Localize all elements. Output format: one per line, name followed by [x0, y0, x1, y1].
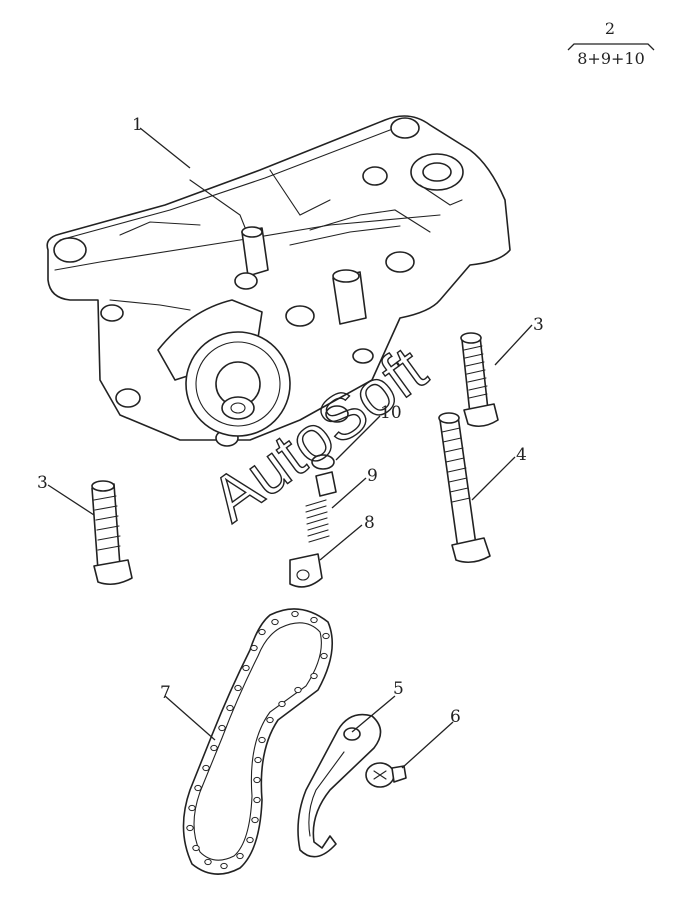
chain-link	[188, 804, 196, 812]
group-label-bottom: 8+9+10	[577, 49, 645, 68]
chain-link	[226, 704, 234, 712]
oil-pump-housing	[46, 115, 511, 447]
chain-link	[258, 628, 266, 636]
callout-1: 1	[132, 115, 143, 135]
chain-link	[250, 644, 258, 652]
chain-link	[253, 796, 261, 804]
callout-labels: 1 3 3 4 5 6 7 8 9 10	[37, 115, 544, 727]
chain-link	[192, 844, 200, 852]
chain-link	[236, 852, 244, 860]
chain-link	[251, 816, 259, 824]
drive-chain	[182, 608, 334, 875]
chain-link	[218, 724, 226, 732]
chain-link	[242, 664, 250, 672]
bolt-3-right	[460, 332, 499, 428]
valve-piston	[311, 454, 335, 470]
chain-link	[194, 784, 202, 792]
chain-link	[220, 862, 228, 870]
callout-8: 8	[364, 513, 375, 533]
bolt-3-left	[91, 480, 133, 586]
tensioner-screw	[365, 762, 407, 788]
chain-link	[254, 756, 262, 764]
relief-valve-parts	[289, 454, 337, 588]
callout-9: 9	[367, 466, 378, 486]
chain-link	[246, 836, 254, 844]
callout-7: 7	[160, 683, 171, 703]
chain-link	[266, 716, 274, 724]
chain-link	[291, 610, 299, 618]
chain-link	[210, 744, 218, 752]
group-label: 2 8+9+10	[567, 19, 655, 68]
chain-link	[322, 632, 330, 640]
callout-6: 6	[450, 707, 461, 727]
chain-link	[253, 776, 261, 784]
chain-link	[278, 700, 286, 708]
chain-link	[320, 652, 328, 660]
leader-lines	[47, 127, 533, 769]
chain-link	[258, 736, 266, 744]
chain-links	[186, 610, 330, 870]
group-label-top: 2	[605, 19, 615, 38]
chain-link	[234, 684, 242, 692]
callout-5: 5	[393, 679, 404, 699]
chain-link	[202, 764, 210, 772]
chain-link	[310, 672, 318, 680]
valve-spring	[305, 499, 330, 543]
callout-10: 10	[380, 403, 402, 423]
chain-link	[186, 824, 194, 832]
chain-link	[271, 618, 279, 626]
callout-4: 4	[516, 445, 527, 465]
bolt-4	[438, 412, 491, 564]
chain-link	[294, 686, 302, 694]
chain-tensioner	[297, 713, 382, 858]
callout-3-right: 3	[533, 315, 544, 335]
callout-3-left: 3	[37, 473, 48, 493]
chain-link	[310, 616, 318, 624]
chain-link	[204, 858, 212, 866]
